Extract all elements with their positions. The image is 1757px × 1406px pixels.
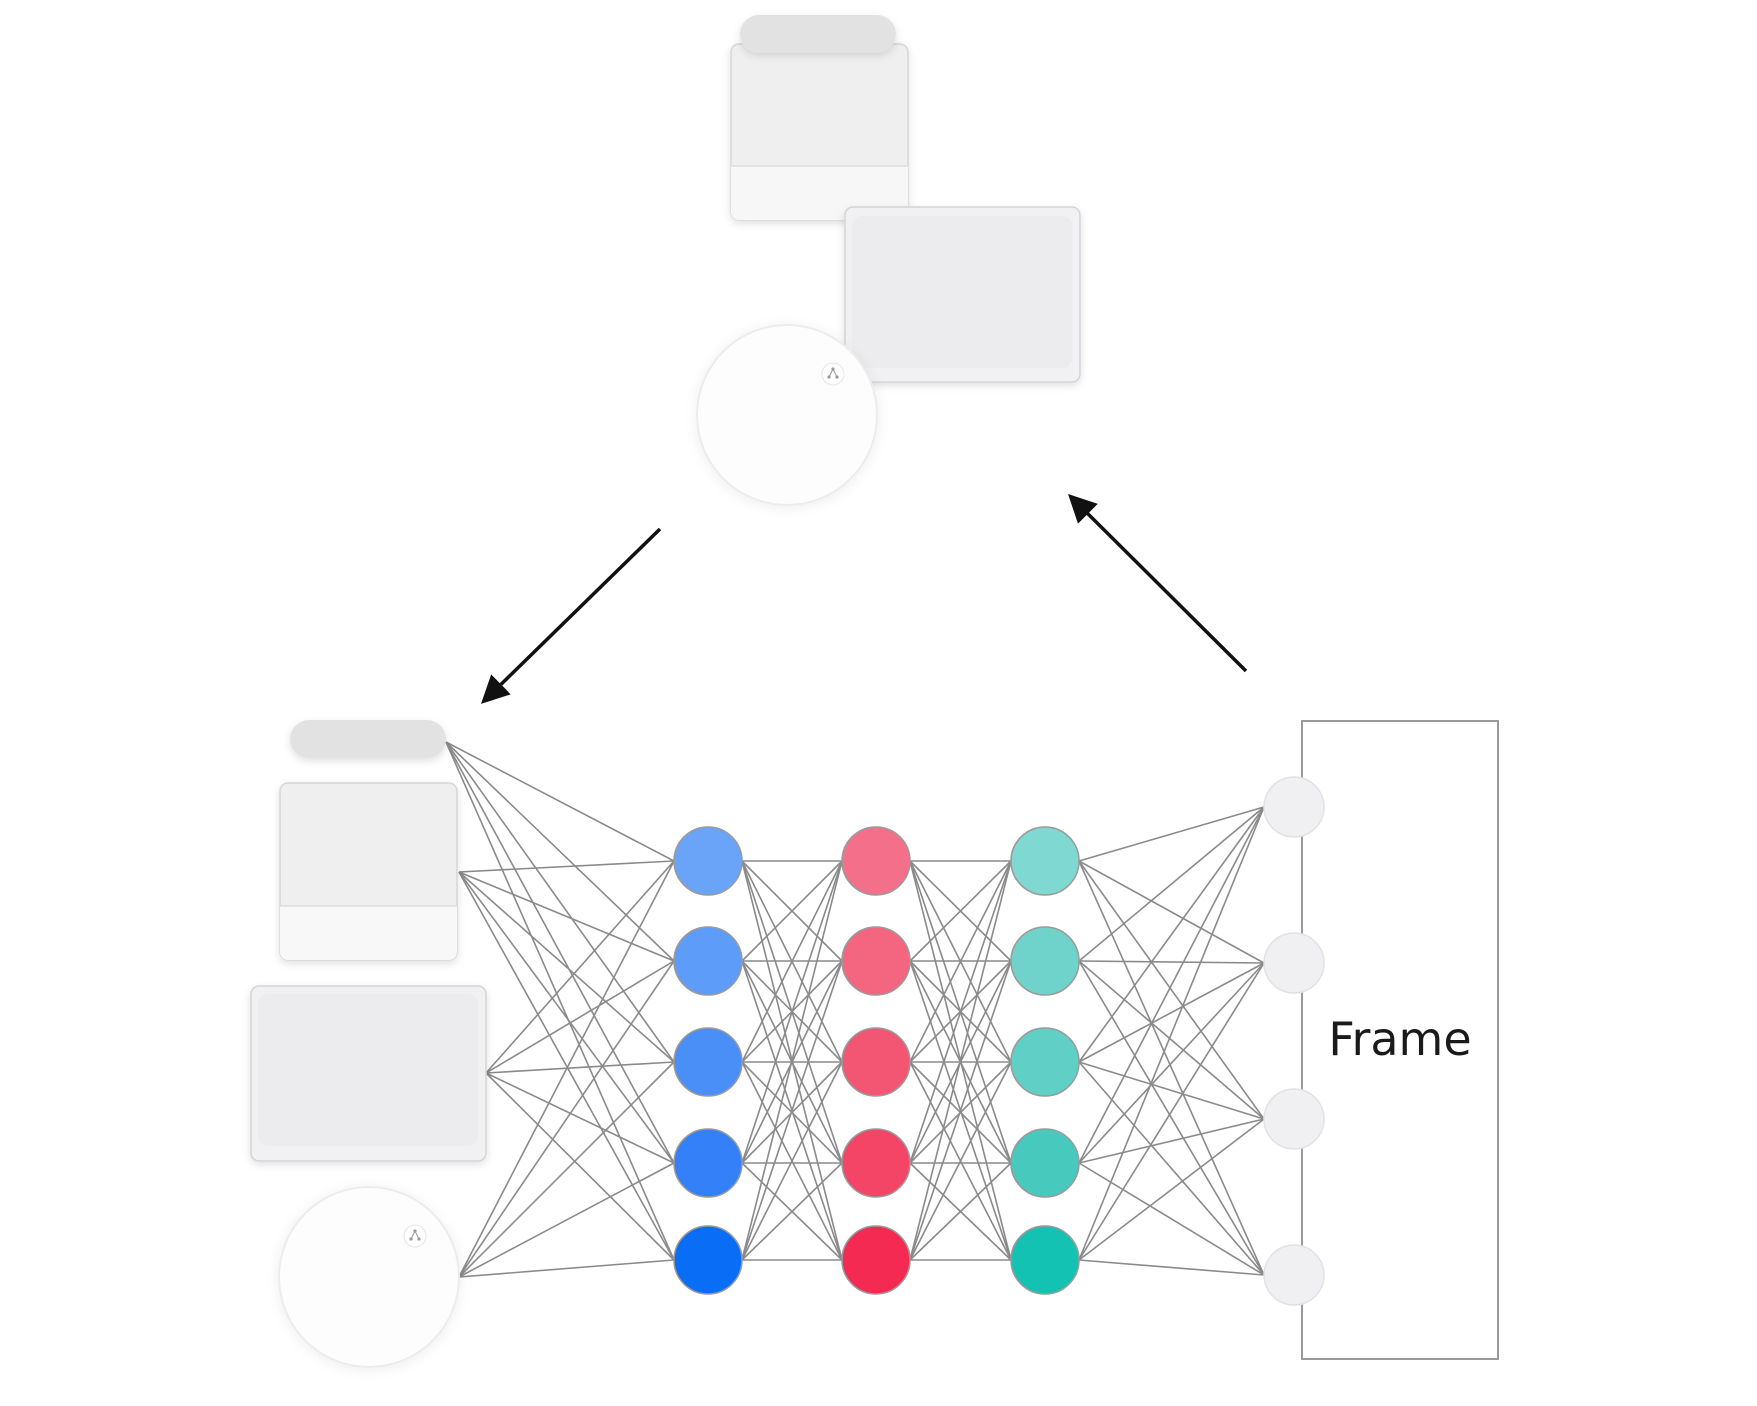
network-edge [1078,962,1265,1063]
input-ui-cluster [250,720,487,1368]
network-edge [1078,1061,1265,1120]
frame-label: Frame [1328,1012,1471,1066]
network-edge [458,1162,675,1278]
network-edge [458,871,675,1261]
network-edge [909,860,1012,1261]
input-window-card [279,782,458,961]
network-edge [1078,806,1265,1164]
node-red-4 [841,1128,911,1198]
input-panel-card [250,985,487,1162]
network-edge [1078,1118,1265,1261]
network-edge [741,860,843,1164]
network-edge [1078,1162,1265,1276]
network-edge [1078,806,1265,862]
network-edge [458,871,675,1164]
network-edge [1078,1118,1265,1164]
network-edge [741,860,843,1063]
network-edge [1078,962,1265,1261]
top-pill-tab [740,15,896,53]
network-edge [485,1061,675,1074]
arrow-down-left [480,527,662,704]
network-edge [445,741,675,1063]
node-blue-2 [673,926,743,996]
node-output-3 [1263,1088,1325,1150]
top-panel-card [844,206,1081,383]
network-edge [909,860,1012,962]
node-blue-5 [673,1225,743,1295]
network-edge [485,1072,675,1261]
arrow-up-left [1068,494,1248,673]
network-edge [458,1061,675,1278]
network-edge [458,860,675,873]
node-red-1 [841,826,911,896]
network-edge [1078,860,1265,1276]
node-red-2 [841,926,911,996]
network-edge [485,860,675,1074]
network-edge [909,860,1012,1063]
top-window-card [730,43,909,221]
network-edge [741,860,843,1261]
node-blue-1 [673,826,743,896]
network-edge [909,960,1012,1261]
network-edge [1078,860,1265,1120]
node-teal-2 [1010,926,1080,996]
node-red-5 [841,1225,911,1295]
network-edge [445,741,675,1261]
network-edge [458,860,675,1278]
node-output-4 [1263,1244,1325,1306]
network-edge [1078,1061,1265,1276]
network-edge [458,871,675,962]
node-output-1 [1263,776,1325,838]
node-red-3 [841,1027,911,1097]
network-edge [909,860,1012,1164]
node-teal-1 [1010,826,1080,896]
top-share-icon [821,362,845,386]
network-edge [1078,1259,1265,1276]
network-edge [741,960,843,1261]
network-edge [445,741,675,962]
node-blue-4 [673,1128,743,1198]
network-edge [1078,960,1265,1276]
top-circle-element [696,324,878,506]
node-teal-3 [1010,1027,1080,1097]
network-edge [909,1061,1012,1261]
node-teal-5 [1010,1225,1080,1295]
network-edge [445,741,675,862]
node-blue-3 [673,1027,743,1097]
network-edge [1078,962,1265,1164]
network-edge [458,1259,675,1278]
network-edge [445,741,675,1164]
network-edge [909,1162,1012,1261]
network-edge [1078,806,1265,1063]
network-edge [485,960,675,1074]
network-edge [1078,806,1265,962]
network-edge [1078,960,1265,1120]
network-edge [741,1061,843,1261]
node-teal-4 [1010,1128,1080,1198]
top-ui-cluster [696,15,1081,506]
network-edge [485,1072,675,1164]
input-circle-element [278,1186,460,1368]
network-edge [1078,960,1265,964]
network-edge [1078,860,1265,964]
node-output-2 [1263,932,1325,994]
network-edge [741,1162,843,1261]
network-edge [458,871,675,1063]
input-share-icon [403,1224,427,1248]
network-edge [1078,806,1265,1261]
input-pill-tab [290,720,446,758]
network-nodes [673,776,1325,1306]
network-edge [458,960,675,1278]
network-edges [445,741,1265,1278]
frame-box: Frame [1301,720,1499,1360]
network-edge [741,860,843,962]
